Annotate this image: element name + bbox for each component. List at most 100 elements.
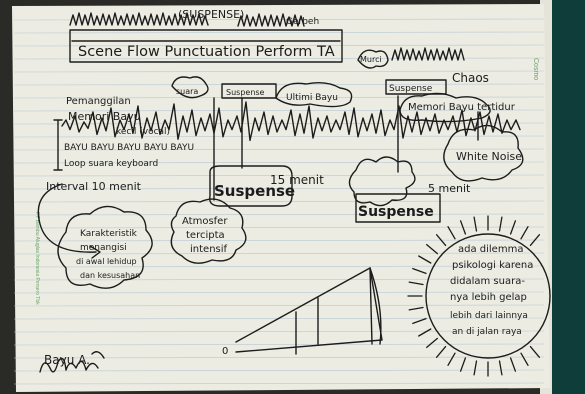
psikologi-label: psikologi karena <box>452 260 533 271</box>
cloud-ultimi <box>275 81 353 108</box>
suspense-box-mid <box>209 165 293 207</box>
karakter-label: Karakteristik <box>80 229 138 239</box>
box-suspense-right <box>385 79 447 95</box>
sun-ray <box>498 360 503 376</box>
sun-ray <box>509 357 517 372</box>
ruled-line <box>13 83 545 86</box>
ruled-line <box>13 44 545 47</box>
notebook-page <box>12 4 550 392</box>
waveform-line <box>61 101 521 142</box>
suspense-mid-label: Suspense <box>214 182 295 200</box>
box-suspense-small <box>221 83 277 99</box>
top-note: (SUSPENSE) <box>178 8 244 21</box>
ruled-line <box>13 252 545 255</box>
sun-ray <box>447 226 456 240</box>
ruled-line <box>13 187 545 190</box>
ruled-line <box>13 31 545 34</box>
sun-ray <box>408 281 424 286</box>
tercipta-label: tercipta <box>186 230 225 241</box>
sun-ray <box>435 345 447 358</box>
right-top-scribble <box>391 47 465 61</box>
ruled-line <box>13 304 545 307</box>
sun-ray <box>529 345 541 358</box>
sonic-3-label: Ultimi Bayu <box>286 93 338 103</box>
menangisi-label: menangisi <box>80 243 127 253</box>
sun-ray <box>447 352 456 366</box>
sonic-1-label: suara <box>176 87 198 96</box>
top-scribble-right <box>237 13 305 27</box>
ruled-line <box>13 70 545 73</box>
sun-ray <box>412 317 427 325</box>
sun-ray <box>520 226 529 240</box>
ruled-line <box>13 213 545 216</box>
sun-ray <box>459 220 467 235</box>
interval-label: Interval 10 menit <box>46 180 142 193</box>
ruled-line <box>13 278 545 281</box>
sun-ray <box>426 243 439 255</box>
dilemma-label: ada dilemma <box>458 244 523 255</box>
ruled-line <box>13 57 545 60</box>
sun-ray <box>426 337 439 349</box>
ruled-line <box>13 291 545 294</box>
cloud-tertidur <box>399 92 491 123</box>
funnel-bar-3 <box>369 267 373 345</box>
ruled-line <box>13 122 545 125</box>
ruled-line <box>13 226 545 229</box>
ruled-line <box>13 109 545 112</box>
chaos-label: Chaos <box>452 71 489 85</box>
intensif-label: intensif <box>190 244 228 255</box>
sonic-2-label: Suspense <box>226 88 265 97</box>
loop-arrow <box>37 183 97 253</box>
ruled-line <box>13 369 545 372</box>
bayu-repeat-label: BAYU BAYU BAYU BAYU BAYU <box>64 143 194 153</box>
karakter-cloud <box>57 205 153 289</box>
level-zero-label: 0 <box>222 346 228 357</box>
dan-label: dan kesusahan <box>80 271 140 280</box>
suspense-box-right <box>355 193 441 223</box>
menit-5-label: 5 menit <box>428 182 471 195</box>
ruled-line <box>13 148 545 151</box>
memori-bayu-label: Memori Bayu <box>68 110 141 123</box>
jalan-label: an di jalan raya <box>452 327 522 337</box>
white-noise-cloud <box>443 124 524 182</box>
sun-ray <box>509 220 517 235</box>
sun-ray <box>498 216 503 232</box>
sun-ray <box>473 360 478 376</box>
memori-tertidur-label: Memori Bayu tertidur <box>408 102 516 113</box>
loop-arrow-head <box>89 245 101 259</box>
title-box <box>69 29 343 63</box>
printed-header: Cosmo <box>532 58 539 80</box>
sun-ray <box>435 234 447 247</box>
awal-label: di awal lehidup <box>76 257 137 266</box>
nya-label: nya lebih gelap <box>450 292 527 303</box>
notebook-cover-right <box>548 0 585 394</box>
ruled-line <box>13 18 545 21</box>
top-right-note: Gerbeh <box>286 17 319 27</box>
sun-circle <box>425 233 551 359</box>
left-bracket <box>53 119 63 171</box>
top-scribble <box>69 12 209 26</box>
ruled-line <box>13 200 545 203</box>
funnel-curve <box>369 267 382 345</box>
sun-ray <box>520 352 529 366</box>
sun-ray <box>529 234 541 247</box>
sun-ray <box>459 357 467 372</box>
cloud-suara <box>171 76 209 99</box>
atmosfer-label: Atmosfer <box>182 216 228 227</box>
ruled-line <box>13 135 545 138</box>
sun-ray <box>412 267 427 275</box>
suspense-right-label: Suspense <box>358 204 434 220</box>
sun-ray <box>408 306 424 311</box>
pemanggilan-label: Pemanggilan <box>66 96 131 107</box>
murci-cloud <box>357 49 389 69</box>
ruled-line <box>13 330 545 333</box>
ruled-line <box>13 382 545 385</box>
funnel-shape <box>235 267 383 353</box>
ruled-line <box>13 265 545 268</box>
lebih-label: lebih dari lainnya <box>450 311 528 321</box>
kecil-label: kecil (vocal) <box>116 127 170 137</box>
atmosfer-cloud <box>170 198 247 264</box>
sun-ray <box>473 216 478 232</box>
